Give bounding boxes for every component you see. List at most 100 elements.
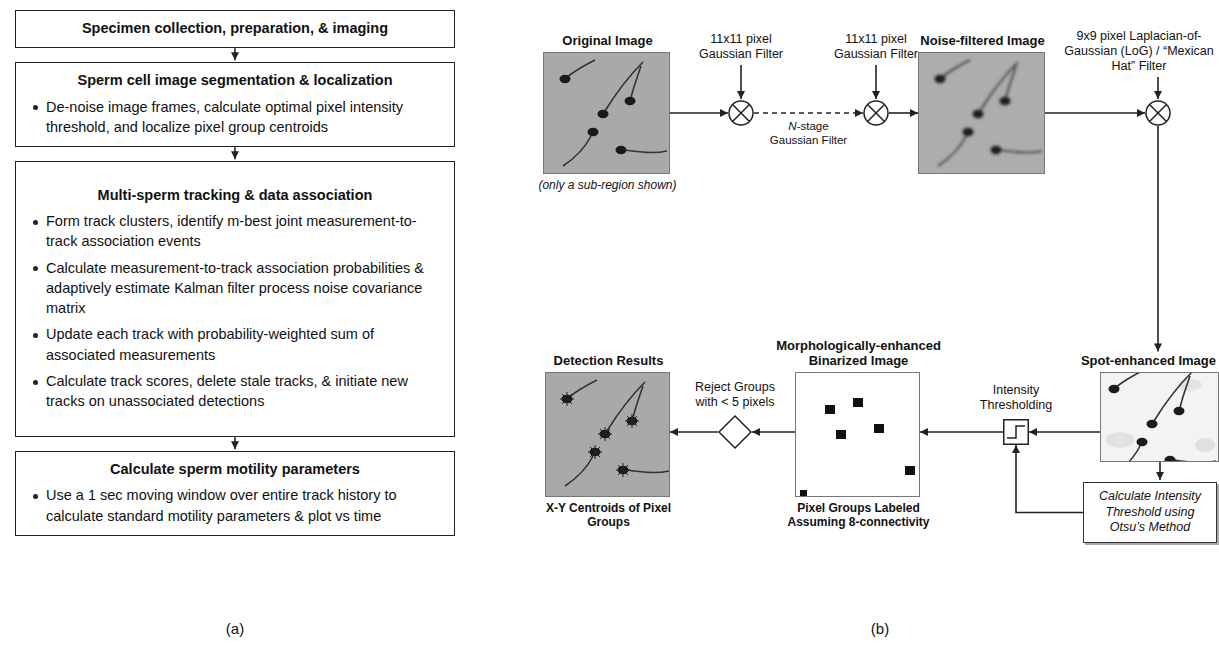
filter-symbol (728, 100, 754, 126)
image-caption: X-Y Centroids of Pixel Groups (544, 501, 674, 530)
sperm-cells (560, 60, 668, 166)
image-title: Detection Results (534, 353, 684, 369)
connector-arrow (670, 431, 718, 433)
label-holder: Noise-filtered Image (898, 33, 1068, 49)
threshold-block: Intensity Thresholding (1003, 419, 1029, 445)
step-label: 11x11 pixel Gaussian Filter (693, 32, 789, 62)
image-panel: Noise-filtered Image (918, 52, 1045, 174)
image-caption: (only a sub-region shown) (523, 178, 693, 192)
image-caption: Pixel Groups Labeled Assuming 8-connecti… (784, 501, 934, 530)
sperm-cells (562, 380, 670, 486)
multiply-cross (868, 105, 885, 122)
process-box: Calculate Intensity Threshold using Otsu… (1083, 482, 1217, 543)
label-holder: Intensity Thresholding (971, 383, 1061, 413)
connector-arrow (1159, 462, 1161, 480)
connector-arrow (1157, 126, 1159, 351)
detection-markers (560, 392, 639, 477)
box-heading: Specimen collection, preparation, & imag… (28, 18, 442, 38)
connector-arrow (920, 431, 1003, 433)
image-panel: Spot-enhanced Image (1100, 372, 1219, 462)
box-heading: Sperm cell image segmentation & localiza… (28, 70, 442, 90)
filter-node: 11x11 pixel Gaussian Filter (728, 100, 754, 126)
pixel-group (825, 405, 835, 414)
step-label: Intensity Thresholding (971, 383, 1061, 413)
filter-symbol (1145, 100, 1171, 126)
label-holder: Reject Groups with < 5 pixels (685, 380, 785, 410)
step-symbol (1007, 426, 1025, 438)
bullet-text: Calculate measurement-to-track associati… (28, 258, 442, 319)
connector-arrow (754, 112, 863, 114)
connector-arrow (234, 48, 236, 60)
texture-blob (1178, 379, 1202, 391)
filtered-image (918, 52, 1045, 174)
connector-label: N-stage Gaussian Filter (764, 120, 854, 148)
label-holder: 11x11 pixel Gaussian Filter (828, 32, 924, 62)
input-arrow (740, 65, 742, 99)
process-text: Calculate Intensity Threshold using Otsu… (1092, 489, 1208, 536)
diamond-symbol (718, 415, 752, 449)
label-holder: 9x9 pixel Laplacian-of-Gaussian (LoG) / … (1064, 29, 1214, 74)
process-box: Multi-sperm tracking & data associationF… (15, 161, 455, 437)
pixel-groups (800, 398, 915, 496)
image-title: Morphologically-enhanced Binarized Image (764, 338, 954, 369)
texture-blob (1106, 432, 1134, 448)
image-panel: Detection ResultsX-Y Centroids of Pixel … (545, 372, 670, 497)
label-holder: Spot-enhanced Image (1066, 353, 1216, 369)
connector-arrow (670, 112, 728, 114)
decision-diamond: Reject Groups with < 5 pixels (718, 415, 752, 449)
step-label: 11x11 pixel Gaussian Filter (828, 32, 924, 62)
panel-label: (a) (205, 620, 265, 637)
spot-enhanced-cells (1109, 372, 1217, 462)
filter-circle (1146, 101, 1170, 125)
pixel-group (800, 490, 807, 496)
label-holder: Original Image (533, 33, 683, 49)
bullet-text: Use a 1 sec moving window over entire tr… (28, 485, 442, 526)
connector-arrow (1016, 445, 1083, 512)
binary-image (795, 372, 920, 497)
filter-circle (864, 101, 888, 125)
spot-image (1100, 372, 1219, 462)
box-heading: Calculate sperm motility parameters (28, 459, 442, 479)
label-holder: (only a sub-region shown) (523, 178, 693, 192)
input-arrow (875, 65, 877, 99)
label-holder: (a) (205, 620, 265, 637)
image-panel: Original Image(only a sub-region shown) (543, 52, 670, 174)
bullet-text: De-noise image frames, calculate optimal… (28, 97, 442, 138)
pixel-group (874, 424, 884, 433)
process-box: Sperm cell image segmentation & localiza… (15, 62, 455, 147)
filter-circle (729, 101, 753, 125)
label-holder: X-Y Centroids of Pixel Groups (544, 501, 674, 530)
bullet-text: Calculate track scores, delete stale tra… (28, 371, 442, 412)
diamond-outline (719, 416, 751, 448)
connector-arrow (1029, 431, 1100, 433)
image-title: Original Image (533, 33, 683, 49)
pixel-group (853, 398, 863, 407)
threshold-symbol (1003, 419, 1029, 445)
label-holder: Detection Results (534, 353, 684, 369)
detection-image (545, 372, 670, 497)
box-heading: Multi-sperm tracking & data association (28, 185, 442, 205)
step-label: Reject Groups with < 5 pixels (685, 380, 785, 410)
microscope-image (543, 52, 670, 174)
connector-arrow (234, 147, 236, 159)
label-holder: N-stage Gaussian Filter (764, 120, 854, 148)
label-holder: 11x11 pixel Gaussian Filter (693, 32, 789, 62)
process-box: Specimen collection, preparation, & imag… (15, 10, 455, 48)
filter-node: 11x11 pixel Gaussian Filter (863, 100, 889, 126)
pixel-group (836, 430, 846, 439)
image-title: Spot-enhanced Image (1066, 353, 1216, 369)
filter-node: 9x9 pixel Laplacian-of-Gaussian (LoG) / … (1145, 100, 1171, 126)
step-label: 9x9 pixel Laplacian-of-Gaussian (LoG) / … (1064, 29, 1214, 74)
multiply-cross (1150, 105, 1167, 122)
bullet-text: Update each track with probability-weigh… (28, 324, 442, 365)
connector-arrow (234, 437, 236, 449)
label-holder: Pixel Groups Labeled Assuming 8-connecti… (784, 501, 934, 530)
connector-arrow (752, 431, 795, 433)
blurred-sperm-cells (935, 60, 1043, 166)
process-box: Calculate sperm motility parametersUse a… (15, 451, 455, 536)
texture-blob (1195, 438, 1215, 452)
image-panel: Morphologically-enhanced Binarized Image… (795, 372, 920, 497)
pixel-group (905, 466, 915, 475)
label-holder: (b) (850, 620, 910, 637)
